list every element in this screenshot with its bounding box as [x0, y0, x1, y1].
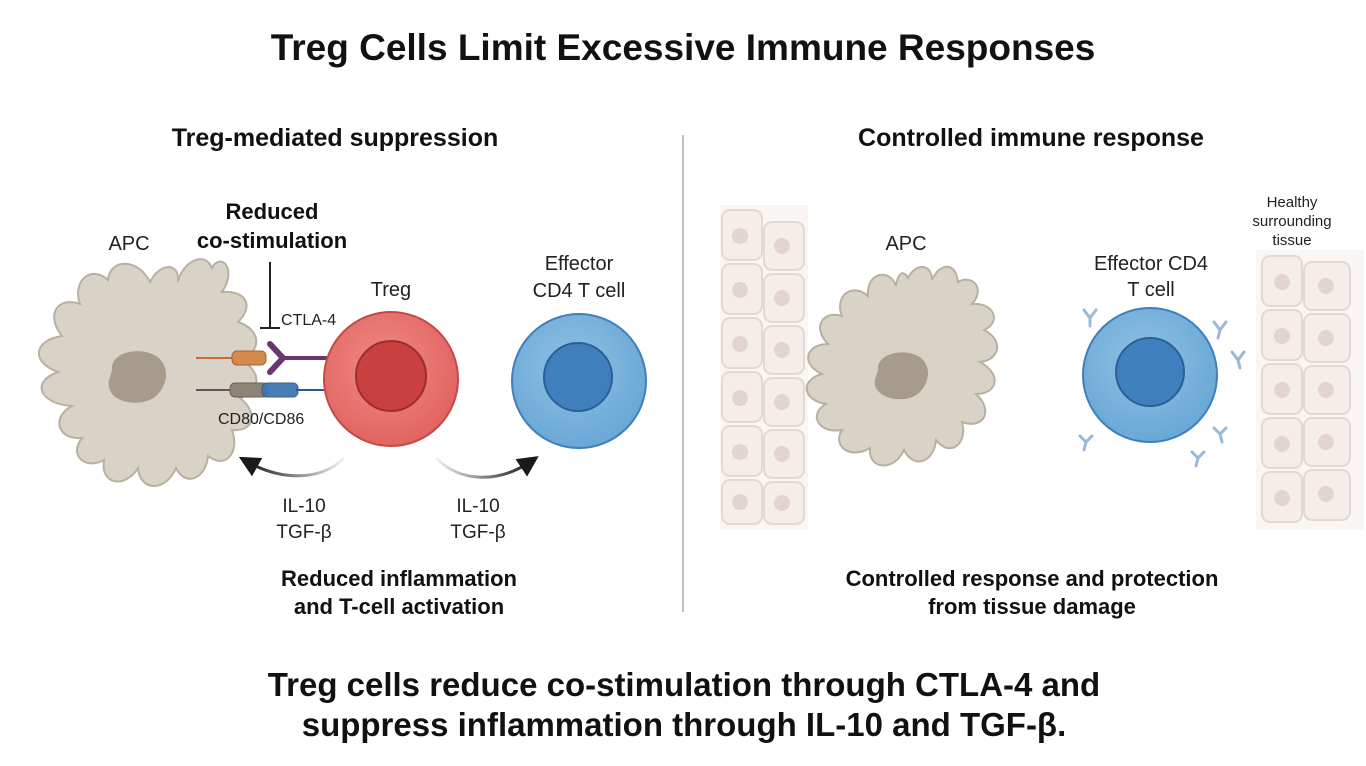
effector-cell-right — [1082, 307, 1218, 443]
apc-nucleus-left — [108, 351, 166, 403]
summary-line1: Treg cells reduce co-stimulation through… — [268, 666, 1100, 703]
left-panel-heading: Treg-mediated suppression — [172, 124, 498, 152]
reduced-costim-line1: Reduced — [226, 199, 319, 224]
apc-label-right: APC — [885, 233, 926, 255]
receptor-complex-bottom — [196, 382, 334, 398]
apc-nucleus-right — [874, 352, 928, 400]
right-caption-line2: from tissue damage — [928, 594, 1136, 619]
apc-cell-right — [805, 265, 998, 467]
effector-label-left-line2: CD4 T cell — [533, 280, 626, 302]
inhibition-bar — [260, 262, 280, 329]
main-title: Treg Cells Limit Excessive Immune Respon… — [271, 27, 1096, 68]
cytokine-right-line2: TGF-β — [450, 522, 505, 543]
left-caption-line1: Reduced inflammation — [281, 566, 517, 591]
cd80-cd86-label: CD80/CD86 — [218, 411, 304, 428]
ctla4-label: CTLA-4 — [281, 312, 336, 329]
tissue-left — [720, 205, 808, 530]
effector-cell-left — [511, 313, 647, 449]
cytokine-left-line1: IL-10 — [282, 496, 325, 517]
apc-label-left: APC — [108, 233, 149, 255]
effector-label-right-line2: T cell — [1127, 279, 1174, 301]
tissue-right — [1256, 250, 1364, 530]
cytokine-left-line2: TGF-β — [276, 522, 331, 543]
cytokine-arrow-right — [434, 456, 539, 479]
right-caption-line1: Controlled response and protection — [846, 566, 1219, 591]
reduced-costim-line2: co-stimulation — [197, 228, 347, 253]
left-caption-line2: and T-cell activation — [294, 594, 504, 619]
apc-cell-left — [37, 258, 258, 487]
cytokine-right-line1: IL-10 — [456, 496, 499, 517]
receptor-complex-top — [196, 341, 334, 375]
tissue-label-line2: surrounding — [1252, 213, 1331, 230]
treg-label: Treg — [371, 279, 411, 301]
right-panel-heading: Controlled immune response — [858, 124, 1204, 152]
cytokine-arrow-left — [238, 456, 346, 478]
effector-label-right-line1: Effector CD4 — [1094, 253, 1208, 275]
tissue-label-line3: tissue — [1272, 232, 1311, 249]
antibody-icons — [1078, 308, 1246, 468]
effector-label-left-line1: Effector — [545, 253, 614, 275]
tissue-label-line1: Healthy — [1267, 194, 1318, 211]
summary-line2: suppress inflammation through IL-10 and … — [302, 706, 1067, 743]
treg-cell — [323, 311, 459, 447]
